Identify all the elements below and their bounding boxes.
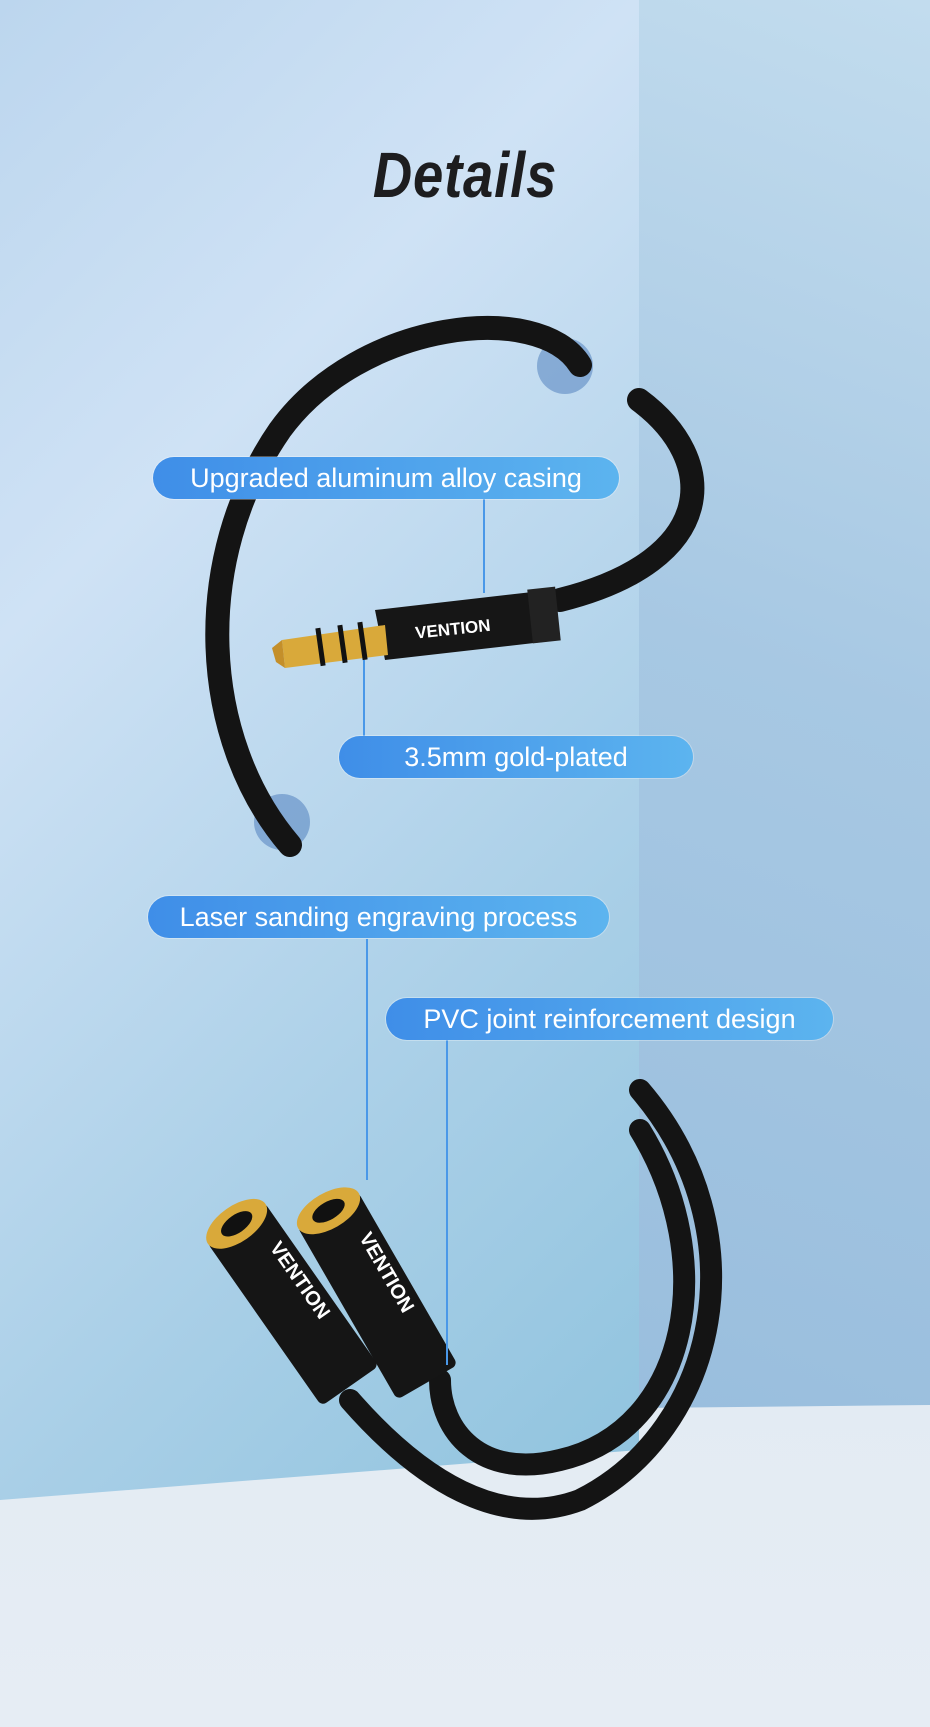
female-jack-left: VENTION: [206, 1198, 377, 1404]
callout-gold-plated: 3.5mm gold-plated: [339, 736, 693, 778]
page-title: Details: [372, 139, 558, 211]
callout-laser-engraving: Laser sanding engraving process: [148, 896, 609, 938]
cable-lower-2: [429, 1119, 696, 1476]
jack-plug: VENTION: [272, 586, 561, 668]
female-jack-right: VENTION: [296, 1187, 456, 1398]
callout-line: [446, 1040, 448, 1365]
callout-line: [366, 939, 368, 1180]
callout-aluminum-casing: Upgraded aluminum alloy casing: [153, 457, 619, 499]
callout-line: [363, 660, 365, 736]
callout-line: [483, 499, 485, 593]
cable-right: [548, 388, 705, 612]
cable-lower-1: [339, 1079, 723, 1520]
callout-pvc-joint: PVC joint reinforcement design: [386, 998, 833, 1040]
cable-upper: [205, 316, 592, 857]
